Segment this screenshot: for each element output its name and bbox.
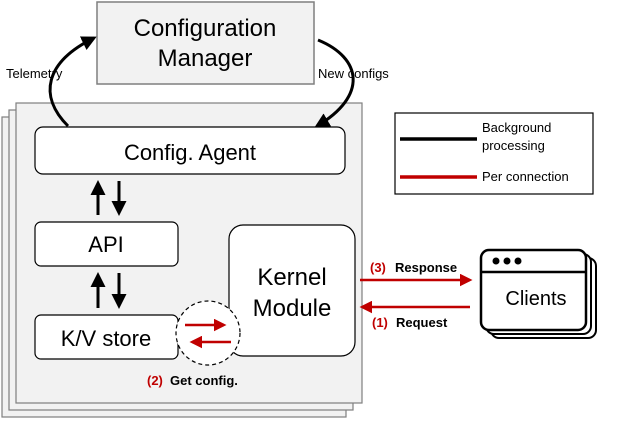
configuration-manager-line2: Manager (158, 45, 253, 72)
telemetry-label: Telemetry (6, 66, 63, 81)
configuration-manager-line1: Configuration (134, 15, 277, 42)
new-configs-label: New configs (318, 66, 389, 81)
kv-store-box: K/V store (34, 314, 179, 360)
legend-background-line2: processing (482, 138, 545, 153)
clients-label: Clients (505, 288, 566, 310)
api-box: API (34, 221, 179, 267)
config-agent-label: Config. Agent (124, 140, 256, 165)
api-label: API (88, 232, 123, 257)
legend-background-line1: Background (482, 120, 551, 135)
legend-per-connection: Per connection (482, 169, 569, 184)
get-config-num: (2) (147, 373, 163, 388)
get-config-text: Get config. (170, 373, 238, 388)
window-dot-icon (503, 257, 511, 265)
client-window-front (479, 248, 588, 332)
request-text: Request (396, 315, 448, 330)
kernel-module-box: Kernel Module (228, 224, 356, 357)
legend-frame (394, 112, 594, 195)
get-config-circle (175, 300, 241, 366)
clients-box: Clients (479, 248, 597, 339)
legend: Background processing Per connection (394, 112, 594, 195)
request-num: (1) (372, 315, 388, 330)
response-num: (3) (370, 260, 386, 275)
config-agent-box: Config. Agent (34, 126, 346, 175)
kernel-module-line1: Kernel (257, 264, 326, 291)
telemetry-arrow (48, 36, 97, 128)
configuration-manager-box: Configuration Manager (96, 1, 315, 85)
get-config-exchange (175, 300, 241, 366)
kv-store-label: K/V store (61, 326, 151, 351)
window-dot-icon (514, 257, 522, 265)
response-text: Response (395, 260, 457, 275)
kernel-module-line2: Module (253, 295, 332, 322)
window-dot-icon (492, 257, 500, 265)
new-configs-arrow (314, 38, 355, 128)
